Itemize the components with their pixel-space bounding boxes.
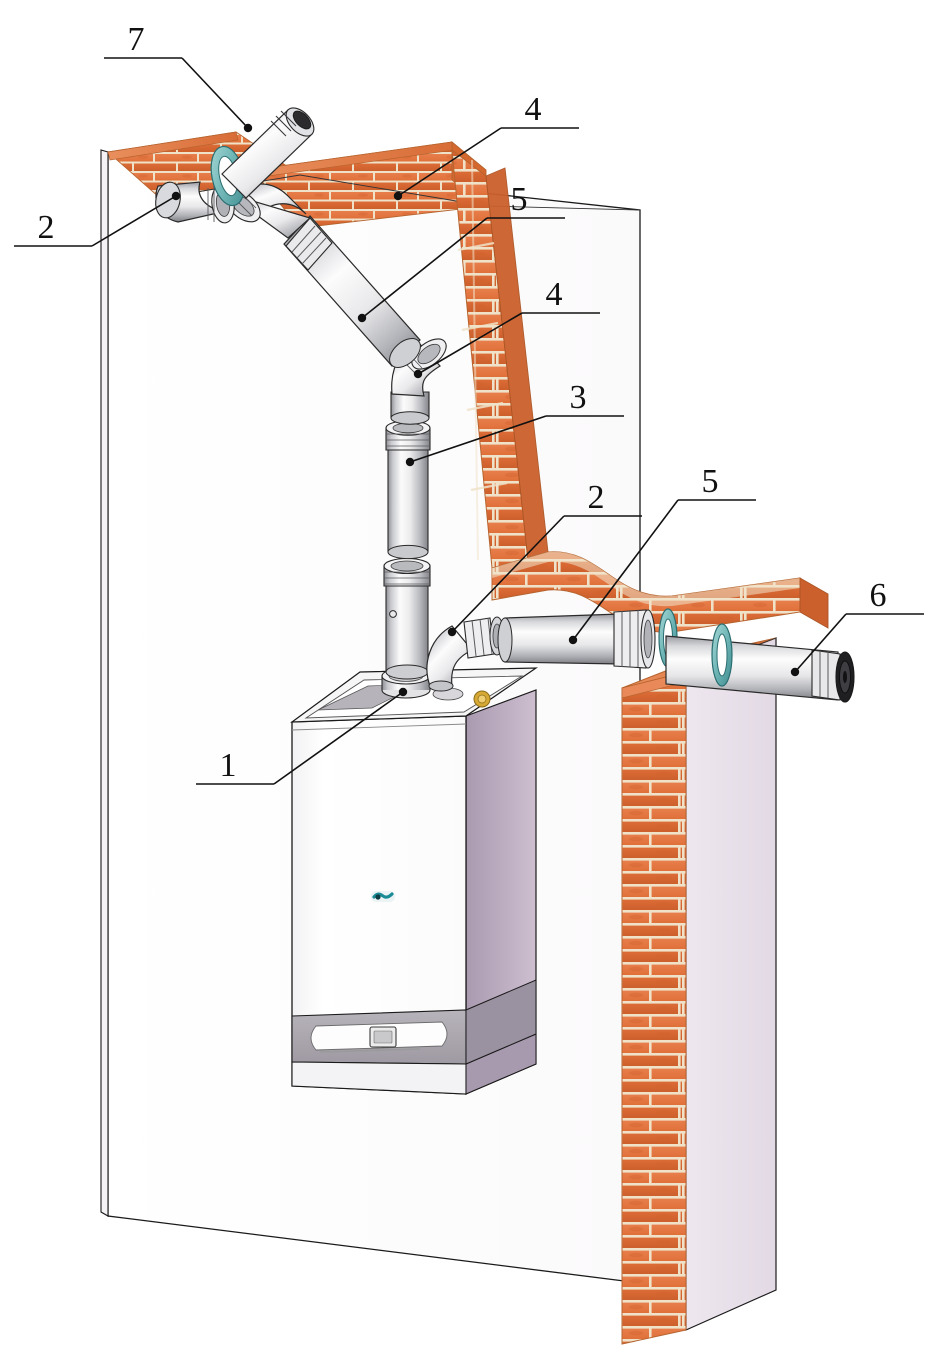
callout-number-5: 5	[511, 181, 528, 218]
vertical-extension-pipe	[385, 420, 431, 560]
left-wall-brick-top-cap-a	[107, 131, 239, 161]
callout-leader-line	[273, 691, 404, 785]
vertical-pipe-short-upper	[390, 391, 430, 425]
chimney-mortar-joints	[457, 241, 508, 492]
boiler-front-lip	[291, 723, 467, 731]
callout-anchor-dot	[405, 457, 415, 467]
callout-5-straight-extension-pipe-diagonal: 5	[357, 181, 565, 323]
wall-collar-right	[711, 623, 733, 687]
straight-extension-pipe-diagonal	[283, 215, 421, 368]
angled-brick-chimney-strip	[451, 148, 829, 633]
bend-45-upper	[225, 183, 312, 239]
callout-number-4: 4	[525, 91, 542, 128]
elbow-bend-90-lower	[426, 616, 505, 692]
callout-anchor-dot	[447, 627, 457, 637]
display-screen	[373, 1030, 393, 1044]
callout-1-boiler-flue-outlet-adaptor: 1	[196, 687, 408, 785]
flue-vertical-stack	[381, 391, 431, 699]
callout-anchor-dot	[171, 191, 181, 201]
callout-number-1: 1	[220, 747, 237, 784]
callout-anchor-dot	[357, 313, 367, 323]
callout-2-elbow-bend-90-lower: 2	[447, 479, 642, 637]
callout-number-5: 5	[702, 463, 719, 500]
callout-leader-line	[417, 312, 523, 375]
elbow-lower-socket	[463, 617, 495, 659]
callout-number-7: 7	[128, 21, 145, 58]
boiler-side-control-band	[465, 979, 537, 1065]
callout-anchor-dot	[790, 667, 800, 677]
boiler-gas-fitting	[473, 690, 491, 708]
control-panel-slot	[319, 1048, 421, 1053]
right-wall-brick-face	[621, 671, 687, 1345]
callout-4-bend-45-lower: 4	[413, 276, 600, 379]
right-wall-render-face	[685, 637, 777, 1331]
left-wall-edge	[100, 149, 109, 1217]
callout-anchor-dot	[393, 191, 403, 201]
upper-terminal-pipe	[221, 107, 315, 199]
callout-4-bend-45-upper: 4	[393, 91, 579, 201]
callout-leader-line	[451, 515, 565, 633]
chimney-scurve-mortar-highlight	[492, 551, 800, 607]
right-brick-wall	[621, 637, 777, 1345]
callout-group: 7 2 4 5 4 3 2 5 6 1	[14, 21, 924, 785]
callout-anchor-dot	[243, 123, 253, 133]
callout-anchor-dot	[413, 369, 423, 379]
callout-5-straight-extension-pipe-horizontal: 5	[568, 463, 756, 645]
callout-anchor-dot	[568, 635, 578, 645]
callout-2-elbow-bend-90-upper: 2	[14, 191, 181, 247]
callout-6-horizontal-flue-terminal: 6	[790, 577, 924, 677]
horiz-pipe-socket-right	[613, 609, 647, 669]
callout-number-3: 3	[570, 379, 587, 416]
terminal-end-collar	[811, 649, 841, 701]
callout-number-2: 2	[38, 209, 55, 246]
callout-anchor-dot	[398, 687, 408, 697]
callout-leader-line	[91, 195, 177, 247]
manufacturer-logo	[371, 891, 395, 902]
callout-7-horizontal-terminal-pipe-upper-wall: 7	[104, 21, 253, 133]
wall-hung-condensing-boiler	[290, 667, 539, 1095]
callout-number-4: 4	[546, 276, 563, 313]
callout-leader-line	[181, 57, 249, 129]
straight-extension-pipe-horizontal	[497, 609, 656, 669]
chimney-perp-joint	[471, 159, 479, 561]
callout-leader-line	[572, 499, 679, 641]
chimney-band-end-face	[799, 577, 829, 629]
callout-leader-line	[409, 415, 547, 463]
callout-leader-line	[397, 127, 502, 197]
callout-3-vertical-extension-pipe: 3	[405, 379, 624, 467]
callout-number-6: 6	[870, 577, 887, 614]
callout-leader-line	[361, 217, 488, 319]
callout-number-2: 2	[588, 479, 605, 516]
inspection-port	[389, 610, 397, 618]
horizontal-flue-terminal	[665, 623, 855, 703]
vertical-pipe-lower	[383, 557, 431, 680]
diag-pipe-socket-mid	[285, 217, 333, 271]
callout-leader-line	[794, 613, 847, 673]
